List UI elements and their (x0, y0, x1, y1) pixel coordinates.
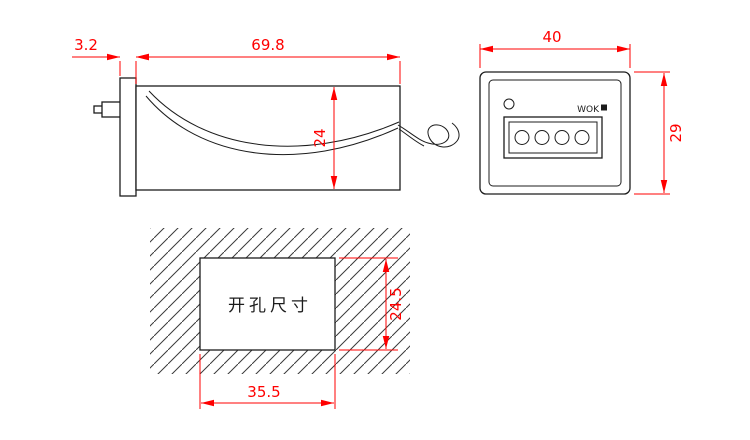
digit-wheel (554, 130, 570, 145)
face-brand-label: WOK (577, 105, 600, 115)
front-view: WOK (479, 71, 631, 195)
front-view-dimensions: 40 29 (479, 28, 685, 195)
dim-label-cutout-height: 24.5 (387, 287, 405, 320)
wire-loop (397, 122, 460, 148)
cutout-dimensions: 24.5 35.5 (199, 257, 405, 409)
dim-label-flange-thickness: 3.2 (74, 36, 98, 54)
dim-label-body-height: 24 (311, 128, 329, 147)
face-indicator-square (601, 104, 607, 111)
cutout-title: 开孔尺寸 (228, 296, 312, 316)
wire-loop-inner-line (398, 128, 425, 147)
side-view (93, 77, 460, 197)
cutout-rectangle (199, 257, 336, 351)
side-view-flange (119, 77, 137, 197)
digit-wheel (574, 130, 590, 145)
digit-wheel (534, 130, 550, 145)
side-view-body (135, 85, 401, 191)
pull-cord-lower-line (145, 95, 399, 156)
pull-cord-upper-line (148, 90, 400, 147)
dim-label-front-width: 40 (542, 28, 561, 46)
cutout-view: 开孔尺寸 (150, 228, 410, 374)
reset-button (503, 98, 515, 110)
side-view-dimensions: 3.2 69.8 24 (72, 36, 401, 189)
dim-label-cutout-width: 35.5 (247, 383, 280, 401)
digit-wheel (514, 130, 530, 145)
dim-label-body-length: 69.8 (251, 36, 284, 54)
dim-label-front-height: 29 (667, 123, 685, 142)
side-view-plug (101, 101, 123, 118)
